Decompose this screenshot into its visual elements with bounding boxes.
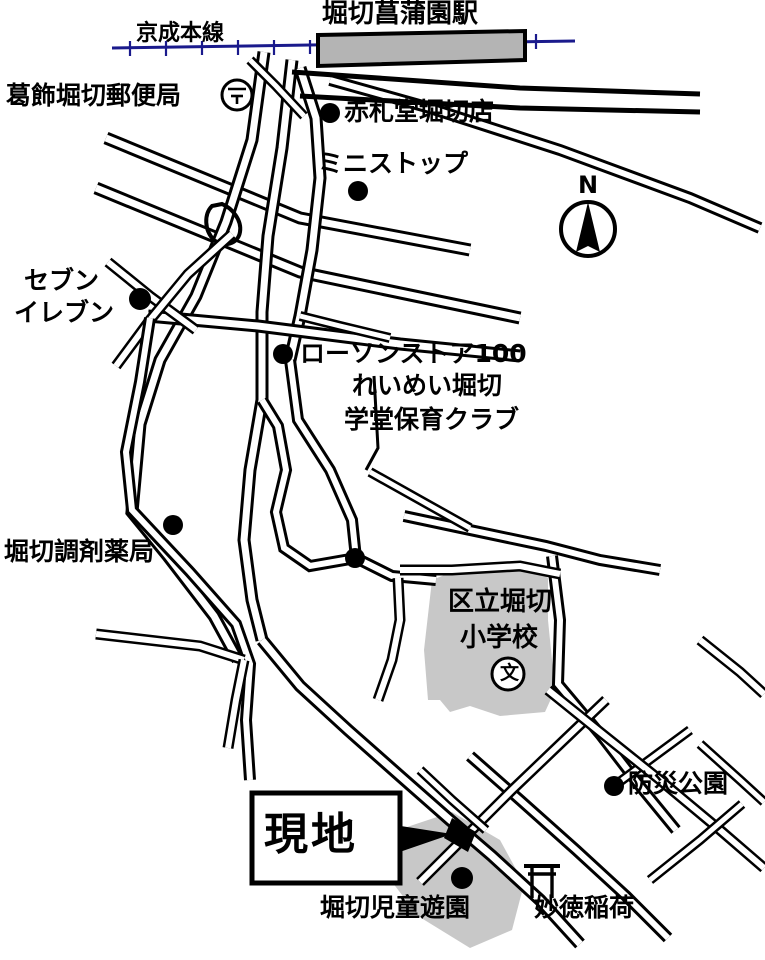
station-platform [316, 28, 527, 69]
marker-akafudado [320, 103, 340, 123]
shrine-label: 妙徳稲荷 [534, 893, 635, 922]
marker-childrens-park [451, 867, 473, 889]
childrens-park-label: 堀切児童遊園 [320, 893, 471, 922]
lawson-label-line1: ローソンストア100 [300, 339, 527, 368]
ministop-label: ミニストップ [318, 149, 469, 178]
station-name-label: 堀切菖蒲園駅 [322, 0, 479, 29]
site-label: 現地 [264, 809, 358, 860]
marker-ministop [348, 181, 368, 201]
pharmacy-label: 堀切調剤薬局 [4, 537, 155, 566]
railway-name-label: 京成本線 [136, 21, 225, 46]
post-office-icon [220, 78, 254, 112]
school-label-line1: 区立堀切 [448, 587, 553, 617]
marker-pharmacy [163, 515, 183, 535]
compass-icon [559, 200, 617, 258]
lawson-label-line3: 学堂保育クラブ [344, 405, 520, 434]
marker-junction [345, 548, 365, 568]
seven-eleven-label-line1: セブン [24, 266, 100, 295]
point-markers [129, 103, 624, 889]
disaster-park-label: 防災公園 [628, 769, 729, 798]
school-icon [490, 656, 526, 692]
site-callout-pointer [388, 824, 452, 856]
post-office-label: 葛飾堀切郵便局 [6, 81, 182, 110]
school-label-line2: 小学校 [460, 623, 539, 653]
site-marker-icon [444, 818, 476, 852]
school-icon-glyph: 文 [500, 662, 520, 684]
marker-lawson [273, 344, 293, 364]
marker-seven-eleven [129, 288, 151, 310]
site-callout-box [249, 790, 403, 886]
lawson-label-line2: れいめい堀切 [352, 371, 503, 400]
akafudado-label: 赤札堂堀切店 [344, 97, 495, 126]
compass-label: N [578, 171, 599, 199]
marker-disaster-park [604, 776, 624, 796]
seven-eleven-label-line2: イレブン [14, 298, 115, 327]
road-network [93, 51, 765, 949]
torii-icon [524, 864, 560, 898]
